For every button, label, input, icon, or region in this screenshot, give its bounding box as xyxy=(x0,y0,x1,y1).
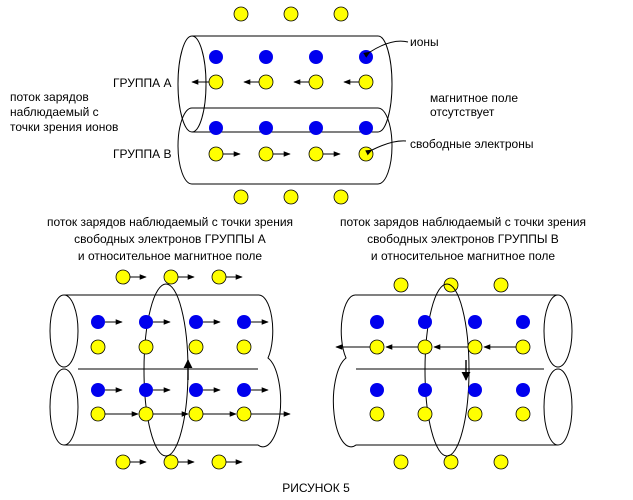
right-caption-line-1: поток зарядов наблюдаемый с точки зрения xyxy=(340,215,586,229)
right-caption-line-3: и относительное магнитное поле xyxy=(371,249,555,263)
bl-outer-electrons xyxy=(115,269,227,470)
label-ion-view-2: наблюдаемый с xyxy=(10,105,99,119)
br-outer-electrons xyxy=(393,277,509,470)
label-free-electrons: свободные электроны xyxy=(410,137,533,151)
label-ion-view-3: точки зрения ионов xyxy=(10,120,118,134)
group-a-electrons xyxy=(208,74,374,90)
right-caption-line-2: свободных электронов ГРУППЫ В xyxy=(367,232,559,246)
group-b-ions xyxy=(209,121,373,135)
label-group-a: ГРУППА А xyxy=(113,76,171,90)
bottom-left-diagram xyxy=(49,269,291,470)
top-leader-lines xyxy=(363,40,409,156)
label-ion-view-1: поток зарядов xyxy=(10,90,89,104)
bl-electrons xyxy=(90,339,252,422)
bl-cylinders-outline xyxy=(49,283,282,457)
br-electrons xyxy=(369,339,531,422)
group-a-ions xyxy=(209,50,373,64)
label-group-b: ГРУППА В xyxy=(113,147,171,161)
label-no-field-2: отсутствует xyxy=(430,105,495,119)
left-caption-line-3: и относительное магнитное поле xyxy=(78,249,262,263)
bl-ions xyxy=(91,315,251,397)
label-no-field-1: магнитное поле xyxy=(430,91,518,105)
br-ions xyxy=(370,315,530,397)
top-diagram: ГРУППА А ГРУППА В ионы свободные электро… xyxy=(10,6,533,205)
bl-outer-arrows xyxy=(130,274,243,465)
bottom-right-diagram xyxy=(332,277,573,470)
br-cylinders-outline xyxy=(332,283,573,457)
left-caption: поток зарядов наблюдаемый с точки зрения… xyxy=(47,215,293,263)
left-caption-line-1: поток зарядов наблюдаемый с точки зрения xyxy=(47,215,293,229)
label-ions: ионы xyxy=(410,35,439,49)
right-caption: поток зарядов наблюдаемый с точки зрения… xyxy=(340,215,586,263)
left-caption-line-2: свободных электронов ГРУППЫ А xyxy=(74,232,266,246)
top-outer-electrons xyxy=(233,6,349,205)
figure-caption: РИСУНОК 5 xyxy=(282,481,350,495)
bl-ion-arrows xyxy=(105,319,269,393)
top-cylinders-outline xyxy=(177,35,393,185)
